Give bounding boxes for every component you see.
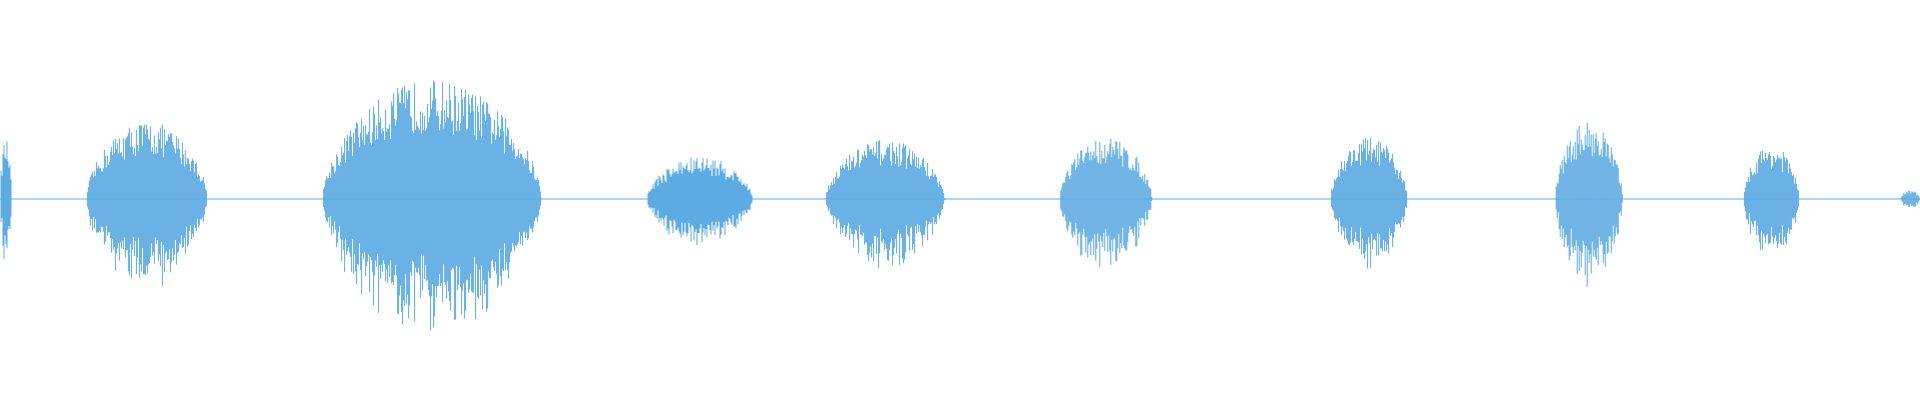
- waveform-segment: [647, 157, 753, 246]
- waveform-segment: [826, 139, 946, 269]
- waveform-peaks: [0, 80, 1920, 331]
- waveform-segment: [1060, 138, 1153, 267]
- waveform-segment: [86, 124, 207, 286]
- waveform-segment: [1743, 150, 1799, 251]
- waveform-segment: [0, 141, 12, 259]
- waveform-segment: [1555, 122, 1623, 287]
- waveform-segment: [323, 80, 542, 331]
- waveform-segment: [1901, 190, 1920, 207]
- waveform-segment: [1331, 137, 1408, 269]
